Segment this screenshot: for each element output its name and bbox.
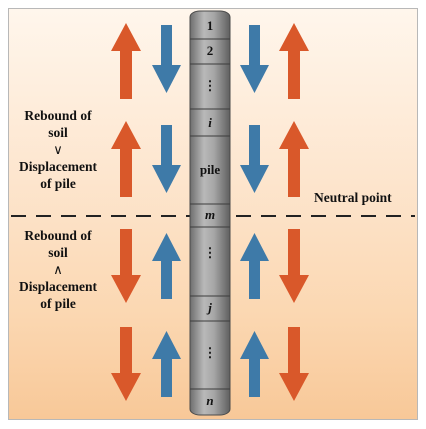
pile-segment-dots-lower: ⋮ [203,345,217,360]
pile-arrow-up [152,233,181,299]
pile-soil-diagram [11,10,415,416]
pile-segment-j-label: j [208,300,212,315]
pile-arrow-up [240,331,269,397]
lower-annotation-line1: Rebound of [24,228,92,243]
soil-arrow-down [279,229,309,303]
pile-arrow-down [240,25,269,93]
pile-segment-n-label: n [206,393,214,408]
soil-arrow-up [111,23,141,99]
pile-arrow-up [240,233,269,299]
pile-segment-dots-mid: ⋮ [203,245,217,260]
upper-annotation: Rebound of soil ∨ Displacement of pile [9,107,107,192]
pile-segment-m-label: m [204,207,216,222]
lower-annotation: Rebound of soil ∧ Displacement of pile [9,227,107,312]
upper-annotation-line2: soil [48,125,68,140]
pile-arrow-down [152,25,181,93]
greater-than-symbol: ∧ [53,262,63,277]
pile-arrow-down [240,125,269,193]
upper-annotation-line3: Displacement [19,159,97,174]
lower-annotation-line2: soil [48,245,68,260]
pile [189,10,231,416]
soil-arrow-up [279,121,309,197]
neutral-point-label: Neutral point [314,190,392,205]
pile-arrow-up [152,331,181,397]
upper-annotation-line1: Rebound of [24,108,92,123]
lower-arrows [111,229,309,401]
pile-segment-i-label: i [208,115,212,130]
pile-segment-dots-upper: ⋮ [203,78,217,93]
lower-annotation-line3: Displacement [19,279,97,294]
lower-annotation-line4: of pile [40,296,76,311]
pile-label: pile [199,162,221,177]
upper-arrows [111,23,309,197]
pile-arrow-down [152,125,181,193]
soil-arrow-up [279,23,309,99]
soil-arrow-up [111,121,141,197]
pile-segment-1-label: 1 [206,18,214,33]
pile-segment-2-label: 2 [206,43,214,58]
soil-arrow-down [111,327,141,401]
upper-annotation-line4: of pile [40,176,76,191]
soil-arrow-down [111,229,141,303]
soil-arrow-down [279,327,309,401]
less-than-symbol: ∨ [53,142,63,157]
diagram-frame: 1 2 ⋮ i pile m ⋮ j ⋮ n Rebound of soil ∨… [8,8,418,420]
